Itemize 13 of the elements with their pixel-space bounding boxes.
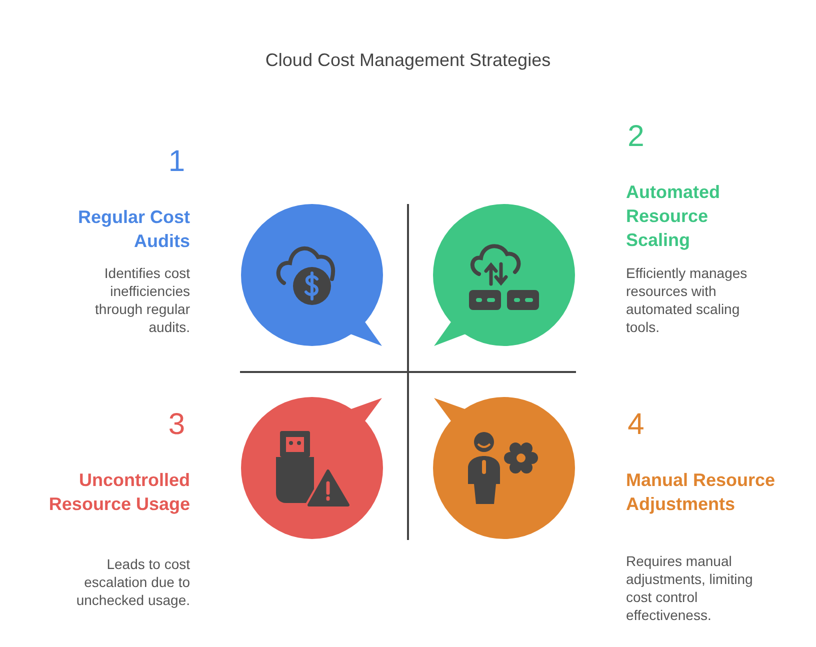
strategy-description: Efficiently manages resources with automated scaling tools.	[626, 264, 748, 336]
step-number: 3	[167, 408, 185, 442]
strategy-heading: Manual Resource Adjustments	[626, 469, 776, 516]
strategy-description: Leads to cost escalation due to unchecked usage.	[75, 555, 190, 609]
strategy-heading: Uncontrolled Resource Usage	[48, 469, 190, 516]
step-number: 1	[167, 145, 185, 179]
diagram-title: Cloud Cost Management Strategies	[264, 50, 552, 71]
strategy-heading: Automated Resource Scaling	[626, 181, 721, 252]
step-number: 4	[626, 408, 646, 442]
strategy-heading: Regular Cost Audits	[76, 206, 190, 253]
strategy-description: Identifies cost inefficiencies through regular audits.	[94, 264, 190, 336]
step-number: 2	[626, 120, 646, 154]
strategy-description: Requires manual adjustments, limiting cost control effectiveness.	[626, 552, 754, 624]
